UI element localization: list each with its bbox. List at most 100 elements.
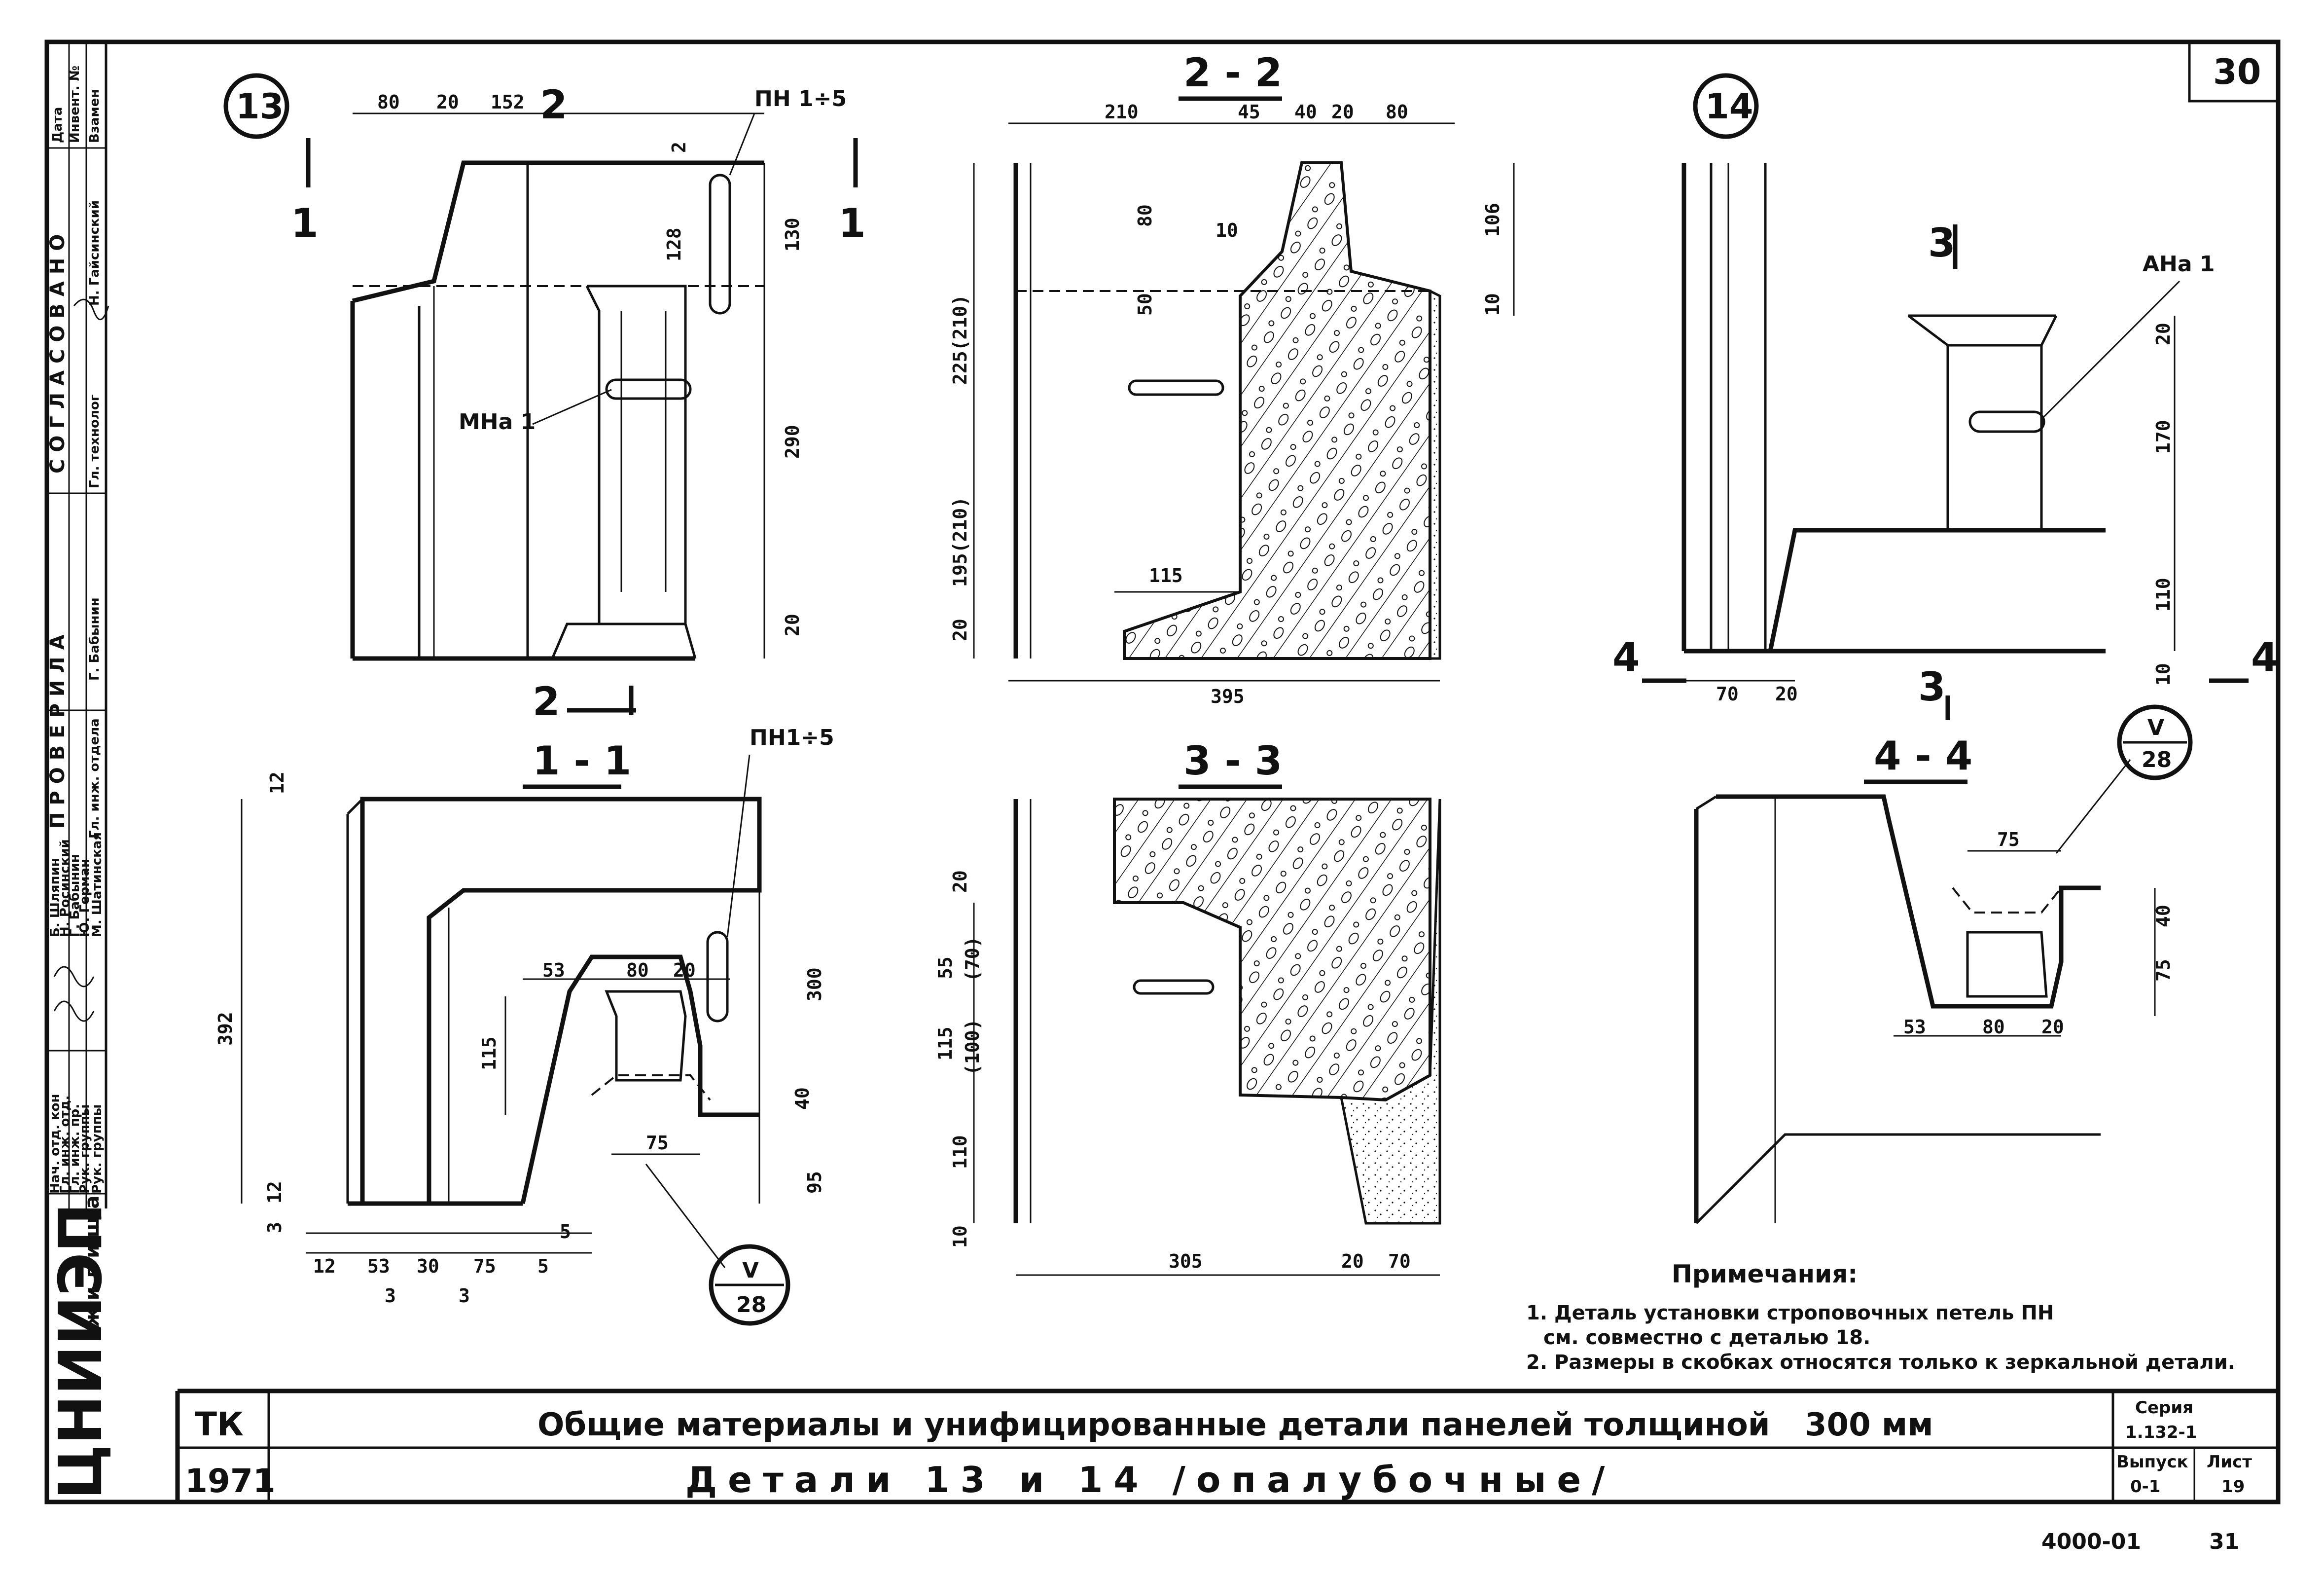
title-block: ТК 1971 Общие материалы и унифицированны…	[175, 1389, 2278, 1502]
stamp-name-4: Ю. Герман	[77, 859, 92, 937]
detail-13-circle	[223, 73, 289, 139]
section-3-3-title: 3 - 3	[1183, 738, 1282, 784]
stamp-checker-name: Г. Бабынин	[87, 597, 102, 681]
d22-dim-10-right: 10	[1482, 293, 1503, 316]
d13-section-1-left: 1	[291, 200, 319, 246]
stamp-approver-name: Н. Гайсинский	[87, 200, 102, 306]
d11-dim-75-b: 75	[473, 1255, 496, 1277]
side-stamp: СОГЛАСОВАНО ПРОВЕРИЛА Дата Инвент. № Вза…	[46, 42, 115, 1500]
series-value: 1.132-1	[2125, 1423, 2197, 1442]
stamp-checked-heading: ПРОВЕРИЛА	[46, 627, 69, 829]
detail-13: 13 80 20 152 2 ПН 1÷5 МНа 1 1 1 2 130 12…	[223, 73, 866, 725]
stamp-role-1: Нач. отд. кон	[48, 1094, 63, 1194]
note-line-3: 2. Размеры в скобках относятся только к …	[1526, 1351, 2235, 1374]
d13-dim-290: 290	[782, 425, 803, 459]
detail-14-number: 14	[1705, 86, 1753, 127]
d11-ref-top: V	[742, 1258, 759, 1283]
notes-heading: Примечания:	[1672, 1260, 1858, 1288]
d11-dim-12-bottom: 12	[264, 1181, 286, 1204]
stamp-name-5: М. Шатинская	[90, 832, 105, 937]
d33-dim-100: (100)	[962, 1019, 983, 1075]
d33-dim-70-bottom: 70	[1388, 1250, 1411, 1272]
stamp-approved-heading: СОГЛАСОВАНО	[46, 227, 69, 474]
d33-dim-20-bottom: 20	[1341, 1250, 1364, 1272]
d14-dim-70: 70	[1716, 683, 1739, 705]
detail-14: 14 АНа 1 3 3 4 4 20 170 110 10 70 20	[1612, 73, 2279, 720]
d22-dim-80-inner: 80	[1134, 204, 1156, 227]
stamp-checker-role: Гл. инж. отдела	[87, 718, 102, 839]
d11-dim-12-b: 12	[313, 1255, 336, 1277]
d11-dim-95: 95	[804, 1171, 825, 1194]
d22-dim-115: 115	[1149, 565, 1183, 586]
section-3-3: 3 - 3 20 55 (70) 115 (100) 110 10 305 20…	[934, 738, 1441, 1276]
notes: Примечания: 1. Деталь установки стропово…	[1526, 1260, 2235, 1374]
d11-dim-40: 40	[791, 1087, 813, 1110]
d44-ref-bottom: 28	[2142, 747, 2172, 772]
d11-dim-5-b: 5	[537, 1255, 549, 1277]
d44-dim-75-top: 75	[1997, 829, 2020, 850]
footer-stamp-code: 4000-01	[2041, 1529, 2141, 1554]
d13-section-2-top: 2	[540, 82, 568, 128]
org-logo: ЦНИИЭП	[47, 1203, 115, 1500]
title-line-1: Общие материалы и унифицированные детали…	[537, 1407, 1770, 1443]
d22-dim-20-left: 20	[949, 619, 971, 641]
d11-dim-30-b: 30	[417, 1255, 439, 1277]
d22-dim-40: 40	[1294, 101, 1317, 123]
d22-dim-80: 80	[1386, 101, 1408, 123]
d13-callout-pn: ПН 1÷5	[754, 86, 847, 111]
d33-dim-55: 55	[934, 956, 956, 979]
note-line-2: см. совместно с деталью 18.	[1543, 1326, 1870, 1349]
stamp-role-2: Гл. инж. отд.	[58, 1096, 72, 1194]
d22-dim-106: 106	[1482, 203, 1503, 237]
d13-dim-130: 130	[782, 218, 803, 252]
d11-dim-80: 80	[626, 959, 649, 981]
outer-frame	[44, 39, 2281, 1504]
d33-dim-115: 115	[934, 1026, 956, 1061]
signature-mark-2	[53, 966, 95, 988]
d33-dim-305: 305	[1169, 1250, 1203, 1272]
stamp-col-inventory: Инвент. №	[68, 66, 82, 143]
section-2-2: 2 - 2 210 45 40 20 80 115 395 225(210) 1…	[949, 50, 1515, 707]
sheet-value: 19	[2221, 1477, 2245, 1497]
d33-dim-10: 10	[949, 1225, 971, 1248]
title-org: ТК	[195, 1405, 244, 1443]
d44-dim-20: 20	[2041, 1016, 2064, 1038]
d44-ref-top: V	[2147, 715, 2164, 740]
d11-dim-12-top: 12	[266, 771, 288, 794]
d22-sand-layer	[1340, 162, 1441, 660]
org-logo-sub: жилища	[81, 1189, 104, 1327]
d33-dim-110: 110	[949, 1135, 971, 1169]
note-line-1: 1. Деталь установки строповочных петель …	[1526, 1302, 2054, 1324]
d14-dim-110: 110	[2152, 578, 2174, 612]
signature-mark	[53, 1000, 95, 1022]
d13-dim-152: 152	[491, 91, 525, 113]
d11-dim-20: 20	[673, 959, 696, 981]
d11-ref-bottom: 28	[736, 1292, 766, 1317]
d44-dim-75-right: 75	[2152, 959, 2174, 982]
d14-section-4-left: 4	[1612, 634, 1640, 680]
signature-mark-3	[73, 298, 109, 321]
d44-dim-80: 80	[1982, 1016, 2005, 1038]
stamp-role-5: Рук. группы	[90, 1104, 105, 1194]
d33-concrete	[1113, 798, 1431, 1102]
d11-dim-3-b2: 3	[459, 1285, 470, 1307]
d22-dim-45: 45	[1238, 101, 1260, 123]
d11-dim-115: 115	[478, 1036, 500, 1070]
detail-13-number: 13	[236, 86, 284, 127]
title-year: 1971	[185, 1462, 276, 1500]
d14-dim-20: 20	[2152, 323, 2174, 345]
sheet-number-box	[2188, 40, 2280, 103]
d22-dim-20: 20	[1331, 101, 1354, 123]
stamp-role-4: Рук. группы	[77, 1104, 92, 1194]
detail-14-circle	[1693, 73, 1759, 139]
d13-callout-mna: МНа 1	[459, 409, 536, 435]
d44-dim-40: 40	[2152, 905, 2174, 927]
d14-section-3-bottom: 3	[1918, 664, 1946, 710]
d14-dim-170: 170	[2152, 420, 2174, 454]
d13-dim-128: 128	[663, 227, 685, 261]
stamp-name-1: Б. Шляпин	[48, 858, 63, 937]
d22-dim-10-inner: 10	[1216, 219, 1238, 241]
d22-dim-210: 210	[1105, 101, 1139, 123]
sheet-number: 30	[2213, 52, 2261, 92]
